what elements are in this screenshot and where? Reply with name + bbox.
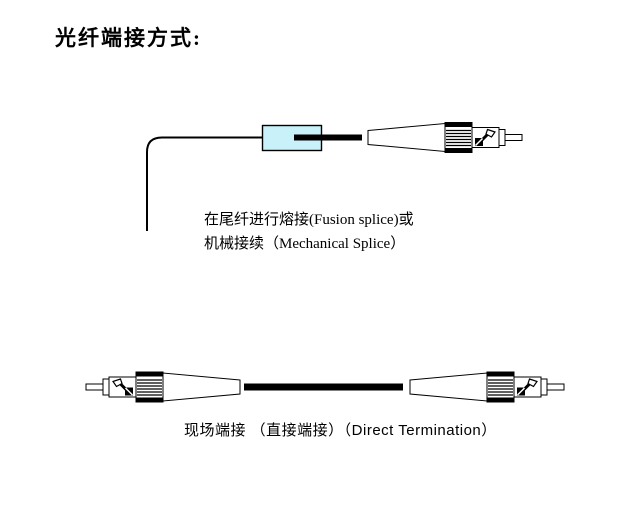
splice-caption-line2: 机械接续（Mechanical Splice）	[204, 236, 406, 252]
bare-fiber-line	[146, 136, 290, 231]
patch-cable-line	[244, 383, 403, 391]
splice-caption: 在尾纤进行熔接(Fusion splice)或 机械接续（Mechanical …	[204, 208, 414, 256]
st-connector-icon-left	[84, 370, 242, 404]
splice-caption-line1: 在尾纤进行熔接(Fusion splice)或	[204, 212, 414, 228]
st-connector-icon	[366, 121, 524, 154]
direct-termination-diagram	[84, 370, 566, 404]
page-title: 光纤端接方式:	[55, 26, 202, 50]
splice-diagram	[146, 121, 524, 231]
pigtail-fiber-line	[294, 134, 362, 141]
direct-termination-caption: 现场端接 （直接端接）（Direct Termination）	[184, 422, 497, 439]
st-connector-icon-right	[408, 370, 566, 404]
